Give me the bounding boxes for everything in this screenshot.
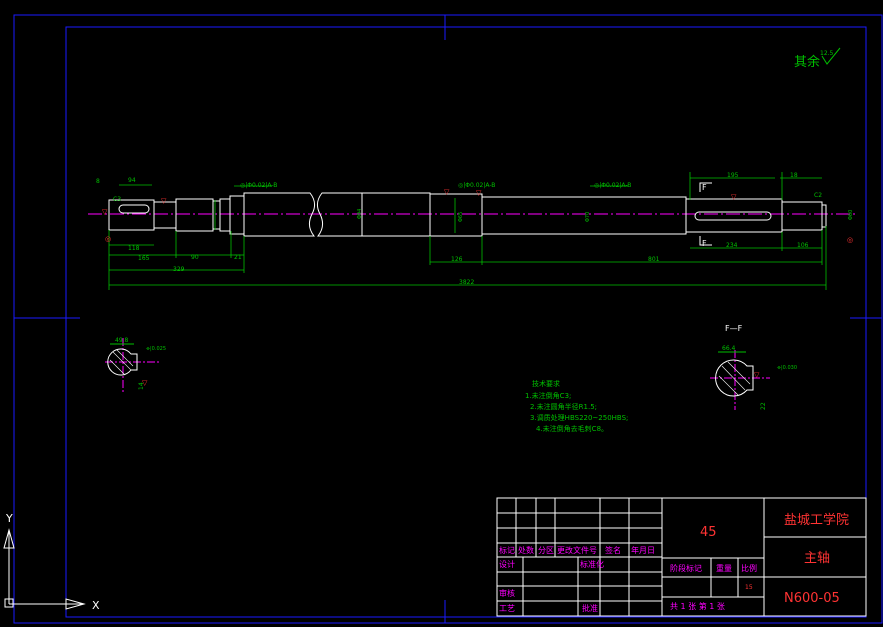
surface-finish-label: 其余 [794, 54, 820, 70]
dia-4: Φ60 [848, 210, 854, 220]
tb-weight: 重量 [716, 563, 732, 573]
surface-finish-note: 其余 12.5 [794, 47, 841, 70]
dim-21: 21 [234, 254, 242, 261]
tb-review: 审核 [499, 588, 515, 598]
shaft-outline [108, 192, 827, 237]
tb-stage-mark: 阶段标记 [670, 563, 702, 573]
dim-3822: 3822 [459, 279, 474, 286]
tol-frame-2: ◎|Φ0.02|A-B [458, 182, 495, 189]
tech-req-title: 技术要求 [532, 379, 560, 388]
title-block-text: 45 盐城工学院 主轴 N600-05 15 标记 处数 分区 更改文件号 签名… [499, 512, 849, 613]
dim-18: 18 [790, 172, 798, 179]
roughness-marks: ◎ ◎ ▽ ▽ ▽ ▽ ▽ ▽ ▽ [102, 188, 853, 387]
tech-requirements: 技术要求 1.未注倒角C3; 2.未注圆角半径R1.5; 3.调质处理HBS22… [525, 379, 628, 433]
tb-scale: 15 [745, 584, 753, 591]
roughness-7: ▽ [754, 371, 760, 379]
dim-8: 8 [96, 178, 100, 185]
tb-drawing-no: N600-05 [784, 591, 840, 606]
roughness-2: ▽ [161, 197, 167, 205]
roughness-4: ▽ [476, 189, 482, 197]
tech-req-4: 4.未注倒角去毛刺C8。 [536, 424, 608, 433]
outer-frame [13, 14, 883, 624]
tb-header-count: 处数 [518, 545, 534, 555]
roughness-6: ▽ [142, 379, 148, 387]
tb-material: 45 [700, 525, 717, 540]
section-arrows [699, 182, 712, 246]
tech-req-3: 3.调质处理HBS220~250HBS; [530, 413, 628, 422]
dim-329: 329 [173, 266, 185, 273]
dim-106: 106 [797, 242, 809, 249]
section-label-top: F [702, 183, 707, 192]
ucs-x-label: X [92, 599, 100, 612]
surface-finish-value: 12.5 [820, 50, 834, 57]
dim-chamfer-left: C3 [113, 196, 121, 203]
tol-frame-1: ◎|Φ0.02|A-B [240, 182, 277, 189]
dim-90: 90 [191, 254, 199, 261]
dim-234: 234 [726, 242, 738, 249]
tb-approve: 批准 [582, 603, 598, 613]
tb-school: 盐城工学院 [784, 512, 849, 528]
ucs-y-label: Y [5, 512, 13, 525]
dim-195: 195 [727, 172, 739, 179]
dim-chamfer-right: C2 [814, 192, 822, 199]
tb-process: 工艺 [499, 604, 515, 613]
datum-mark-left: ◎ [105, 235, 111, 243]
dim-94: 94 [128, 177, 136, 184]
section-left-width: 49.8 [115, 337, 129, 344]
tb-header-sign: 签名 [605, 545, 621, 555]
tb-ratio: 比例 [741, 563, 757, 573]
ucs-icon [3, 528, 86, 610]
dimension-texts: 8 94 C3 118 165 329 90 21 126 801 3822 1… [96, 172, 822, 286]
tb-sheets: 共 1 张 第 1 张 [670, 601, 725, 611]
section-view-right: F—F 66.4 ⌯|0.030 22 [710, 324, 797, 410]
tb-header-mark: 标记 [499, 545, 515, 555]
tech-req-1: 1.未注倒角C3; [525, 391, 571, 400]
title-block-grid [496, 497, 867, 617]
tb-part-name: 主轴 [804, 551, 830, 566]
tb-header-zone: 分区 [538, 546, 554, 555]
tb-standard: 标准化 [580, 559, 604, 569]
dia-2: Φ65 [458, 212, 464, 222]
dim-118: 118 [128, 245, 140, 252]
dia-3: Φ70 [585, 212, 591, 222]
section-left-tol: ⌯|0.025 [146, 346, 166, 352]
tech-req-2: 2.未注圆角半径R1.5; [530, 402, 597, 411]
dim-165: 165 [138, 255, 150, 262]
tb-header-date: 年月日 [631, 545, 655, 555]
section-view-left: 49.8 ⌯|0.025 14 [105, 337, 166, 392]
tb-header-change: 更改文件号 [557, 545, 597, 555]
roughness-5: ▽ [731, 193, 737, 201]
datum-mark-right: ◎ [847, 236, 853, 244]
dim-126: 126 [451, 256, 463, 263]
inner-frame [65, 26, 867, 618]
tb-design: 设计 [499, 559, 515, 569]
section-right-depth: 22 [760, 402, 767, 410]
dim-801: 801 [648, 256, 660, 263]
roughness-3: ▽ [444, 188, 450, 196]
roughness-1: ▽ [102, 208, 108, 216]
diameter-texts: Φ94 Φ65 Φ70 Φ60 [357, 209, 854, 222]
section-right-width: 66.4 [722, 345, 736, 352]
dimension-lines [108, 172, 827, 290]
section-label-bottom: F [702, 239, 707, 248]
section-left-depth: 14 [138, 382, 145, 390]
section-right-title: F—F [725, 324, 743, 333]
section-right-tol: ⌯|0.030 [777, 365, 797, 371]
tol-frame-3: ◎|Φ0.02|A-B [594, 182, 631, 189]
dia-main: Φ94 [357, 209, 363, 219]
